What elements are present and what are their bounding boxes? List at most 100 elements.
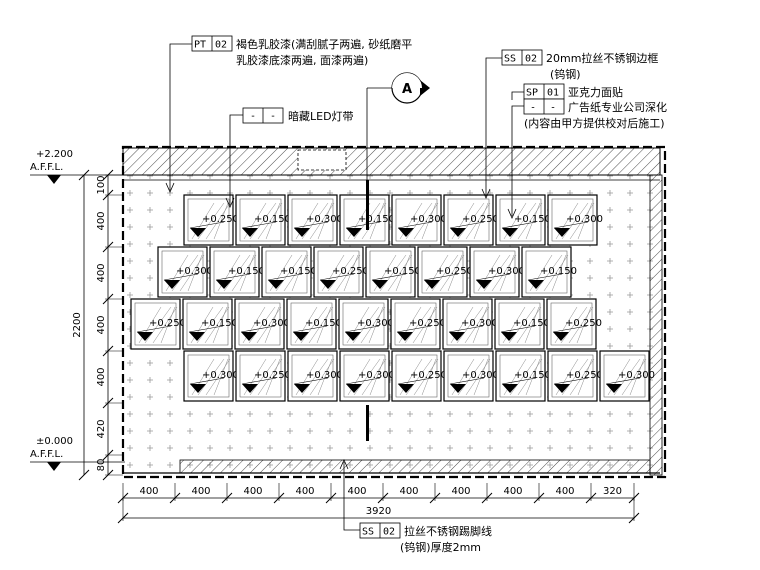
dim-bottom-segment: 320 [603,486,622,497]
dim-left-segment: 80 [96,459,107,472]
dim-bottom-segment: 400 [139,486,158,497]
display-box: +0.150 [521,246,577,298]
callout-led: - - 暗藏LED灯带 [225,107,354,208]
display-box: +0.300 [469,246,525,298]
box-level-label: +0.300 [566,214,603,225]
box-level-label: +0.150 [254,214,291,225]
level-triangle-icon [528,280,544,289]
display-box: +0.300 [234,298,290,350]
level-triangle-icon [346,228,362,237]
display-box: +0.300 [547,194,603,246]
display-box: +0.150 [365,246,421,298]
box-level-label: +0.250 [202,214,239,225]
level-triangle-icon [502,228,518,237]
callout-pt-02: PT 02 褐色乳胶漆(满刮腻子两遍, 砂纸磨平 乳胶漆底漆两遍, 面漆两遍) [165,35,412,193]
level-triangle-icon [164,280,180,289]
box-level-label: +0.150 [514,214,551,225]
dim-left-segment: 420 [96,419,107,438]
display-box: +0.150 [495,194,551,246]
led-text: 暗藏LED灯带 [288,109,354,123]
dim-bottom-segment: 400 [347,486,366,497]
center-joint-bottom [366,405,369,441]
level-triangle-icon [554,228,570,237]
sp-text: 亚克力面贴 [568,85,623,99]
level-triangle-icon [242,228,258,237]
pt-line2: 乳胶漆底漆两遍, 面漆两遍) [236,53,368,67]
level-triangle-icon [501,332,517,341]
box-level-label: +0.300 [618,370,655,381]
box-level-label: +0.300 [202,370,239,381]
dim-bottom-total: 3920 [366,506,391,517]
display-box: +0.250 [390,298,446,350]
level-top-label: A.F.F.L. [30,162,63,173]
ss-bottom-line2: (钨钢)厚度2mm [400,540,481,554]
level-bottom-value: ±0.000 [36,436,73,447]
led-code: - [250,111,256,122]
display-box: +0.300 [443,350,499,402]
display-box: +0.150 [286,298,342,350]
level-triangle-icon [294,228,310,237]
display-box: +0.150 [494,298,550,350]
box-level-label: +0.300 [358,370,395,381]
sp-code: SP [526,88,538,99]
level-triangle-icon [449,332,465,341]
ss-top-num: 02 [525,54,537,65]
dim-left-segment: 400 [96,367,107,386]
center-joint-top [366,180,369,230]
level-triangle-icon [241,332,257,341]
box-level-label: +0.300 [306,214,343,225]
display-box: +0.250 [417,246,473,298]
callout-sp-01: SP 01 亚克力面贴 [511,83,623,100]
display-box: +0.150 [209,246,265,298]
callout-ad-paper: - - 广告纸专业公司深化 (内容由甲方提供校对后施工) [507,98,667,219]
level-triangle-icon [190,384,206,393]
display-box: +0.150 [261,246,317,298]
level-triangle-icon [554,384,570,393]
level-triangle-icon [372,280,388,289]
box-level-label: +0.150 [201,318,238,329]
ss-bottom-num: 02 [383,527,395,538]
display-box: +0.250 [443,194,499,246]
box-level-label: +0.250 [462,214,499,225]
display-box: +0.150 [182,298,238,350]
box-level-label: +0.300 [357,318,394,329]
display-box: +0.300 [157,246,213,298]
level-triangle-icon [268,280,284,289]
ss-bottom-code: SS [362,527,374,538]
display-box: +0.300 [339,350,395,402]
display-box: +0.250 [183,194,239,246]
level-triangle-icon [424,280,440,289]
box-level-label: +0.150 [358,214,395,225]
section-marker: A [366,72,430,180]
ad-num: - [550,103,556,114]
display-box: +0.250 [546,298,602,350]
box-level-label: +0.250 [410,370,447,381]
box-level-label: +0.300 [461,318,498,329]
dim-left-segment: 400 [96,263,107,282]
box-level-label: +0.150 [305,318,342,329]
skirting-band [179,459,651,474]
dim-bottom-segment: 400 [243,486,262,497]
box-level-label: +0.300 [253,318,290,329]
ss-top-line2: (钨钢) [550,68,581,81]
display-box: +0.300 [287,350,343,402]
level-triangle-icon [190,228,206,237]
level-triangle-icon [345,332,361,341]
box-level-label: +0.250 [436,266,473,277]
box-level-label: +0.250 [566,370,603,381]
box-level-label: +0.300 [306,370,343,381]
right-wall-band [649,174,663,476]
ad-line1: 广告纸专业公司深化 [568,100,667,114]
pt-code: PT [194,40,206,51]
level-bottom-label: A.F.F.L. [30,449,63,460]
dim-bottom-segment: 400 [295,486,314,497]
box-level-label: +0.250 [254,370,291,381]
box-level-label: +0.250 [149,318,186,329]
callout-ss-02-top: SS 02 20mm拉丝不锈钢边框 (钨钢) [481,49,658,199]
level-triangle-icon [189,332,205,341]
pt-line1: 褐色乳胶漆(满刮腻子两遍, 砂纸磨平 [236,37,412,51]
dim-bottom-segment: 400 [191,486,210,497]
